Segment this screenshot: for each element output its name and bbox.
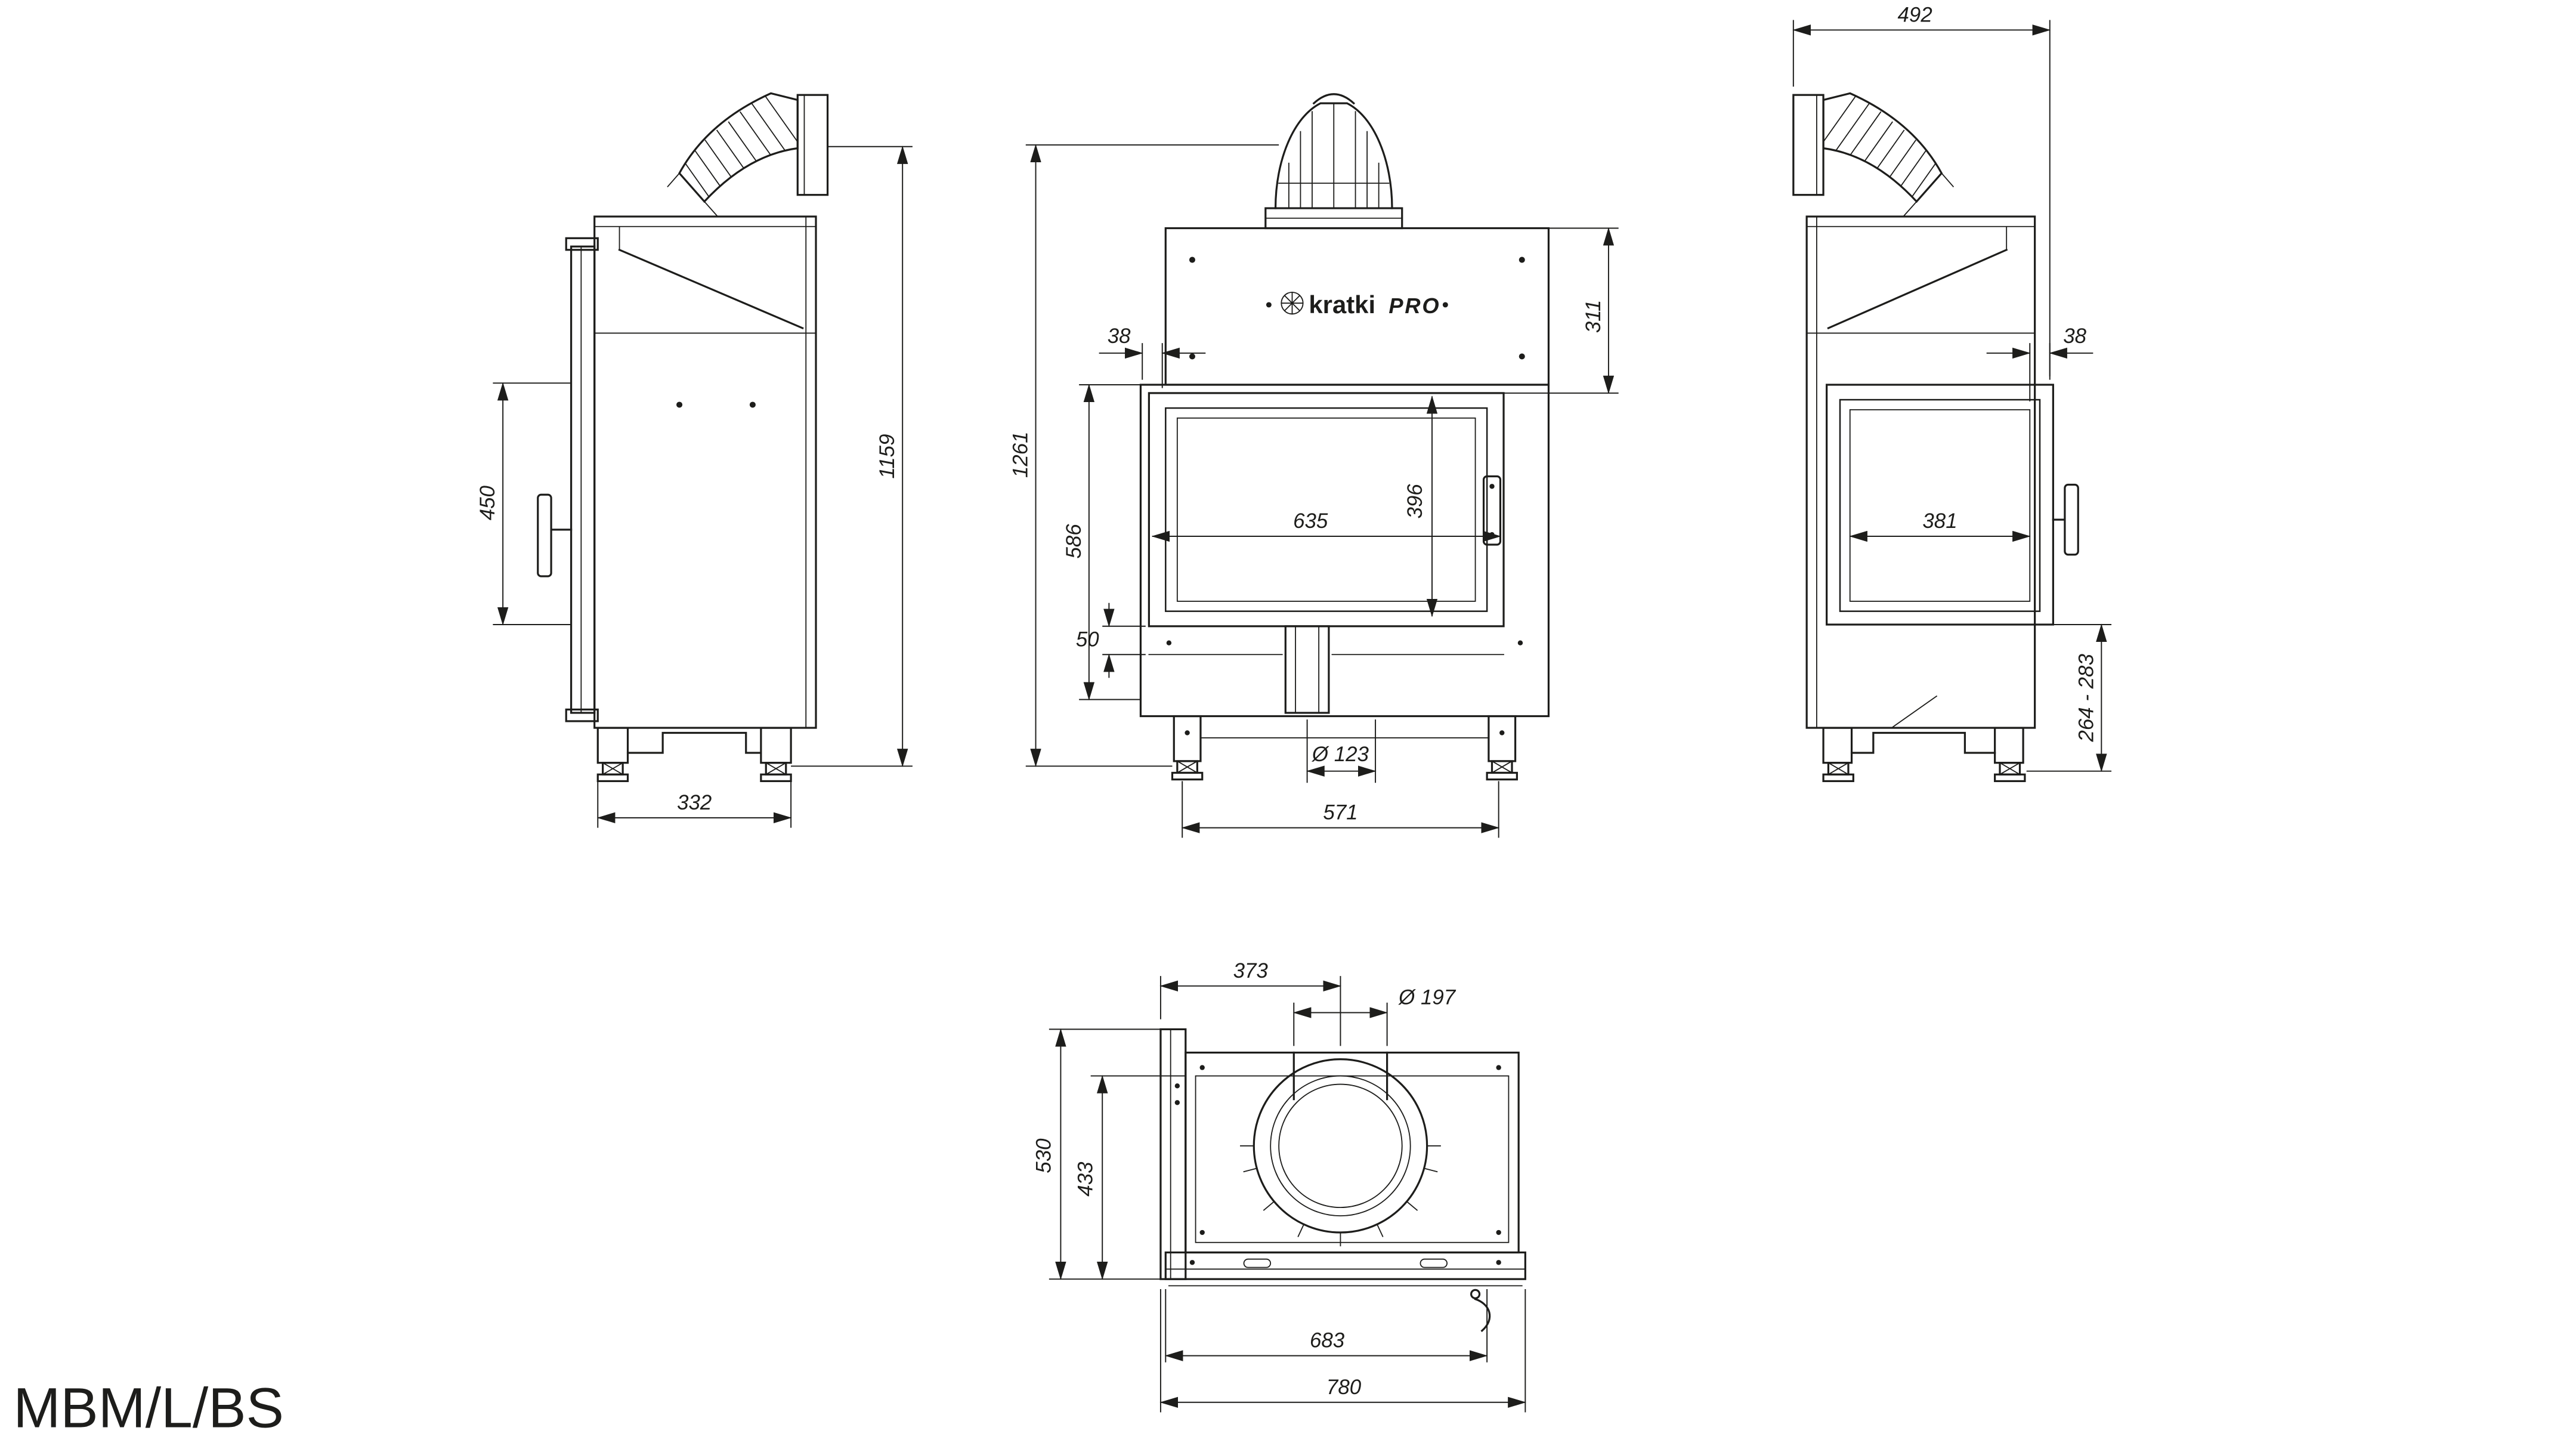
brand-suffix: PRO xyxy=(1388,293,1440,318)
dim-530-label: 530 xyxy=(1032,1138,1056,1173)
dim-197: Ø 197 xyxy=(1292,986,1456,1046)
hood-box: kratki PRO xyxy=(1164,227,1550,386)
dim-311-label: 311 xyxy=(1582,300,1605,333)
view-side-right: 492 38 381 264 - 283 xyxy=(1792,3,2112,783)
dim-38-right-label: 38 xyxy=(2063,325,2086,348)
dim-683-label: 683 xyxy=(1310,1329,1345,1352)
dim-1261-label: 1261 xyxy=(1009,431,1032,478)
dim-50: 50 xyxy=(1076,603,1146,678)
view-front: kratki PRO xyxy=(1009,93,1619,838)
view-top: 373 Ø 197 530 433 683 780 xyxy=(1032,959,1526,1413)
door-glass-side xyxy=(1849,409,2031,602)
door-handle-front xyxy=(1482,475,1502,546)
dim-683: 683 xyxy=(1164,1289,1488,1363)
dim-450: 450 xyxy=(476,382,571,626)
brand-name: kratki xyxy=(1309,291,1375,319)
dim-373-label: 373 xyxy=(1233,959,1269,983)
dim-381-label: 381 xyxy=(1922,509,1957,533)
body-side-left xyxy=(537,215,817,783)
dim-433-label: 433 xyxy=(1074,1161,1097,1197)
handle-side-left xyxy=(537,493,552,577)
brand-logo: kratki PRO xyxy=(1281,291,1440,319)
dim-780: 780 xyxy=(1159,1289,1526,1413)
body-side-right xyxy=(1805,215,2079,783)
flue-outlet-top xyxy=(1240,1051,1441,1247)
dim-50-label: 50 xyxy=(1076,628,1099,651)
dim-571: 571 xyxy=(1181,781,1500,838)
dim-264-283: 264 - 283 xyxy=(2026,623,2112,773)
handle-top xyxy=(1470,1289,1491,1333)
dim-780-label: 780 xyxy=(1326,1376,1362,1399)
dim-396-label: 396 xyxy=(1403,484,1427,519)
dim-197-label: Ø 197 xyxy=(1398,986,1456,1009)
dim-373: 373 xyxy=(1159,959,1341,1046)
door-glass-front xyxy=(1176,417,1476,602)
dim-450-label: 450 xyxy=(476,485,499,520)
dim-38-left: 38 xyxy=(1099,325,1206,388)
dim-530: 530 xyxy=(1032,1028,1166,1280)
view-side-left: 450 1159 332 xyxy=(476,92,913,828)
dim-1261: 1261 xyxy=(1009,144,1279,767)
dim-123: Ø 123 xyxy=(1306,719,1377,783)
dim-1159: 1159 xyxy=(791,146,913,767)
dim-264-283-label: 264 - 283 xyxy=(2074,654,2098,743)
dim-1159-label: 1159 xyxy=(876,434,899,479)
dim-332-label: 332 xyxy=(677,791,712,814)
dim-586-label: 586 xyxy=(1062,524,1086,559)
body-top xyxy=(1159,1028,1526,1333)
dim-381: 381 xyxy=(1849,509,2031,542)
dim-635-label: 635 xyxy=(1293,509,1328,533)
dim-38-left-label: 38 xyxy=(1108,325,1131,348)
dim-492-label: 492 xyxy=(1898,3,1932,26)
dim-38-right: 38 xyxy=(1986,325,2093,401)
handle-side-right xyxy=(2064,483,2079,556)
air-inlet-duct xyxy=(1284,625,1330,714)
flue-connector-right xyxy=(1792,92,1955,218)
flue-connector-left xyxy=(667,92,829,218)
dim-586: 586 xyxy=(1062,384,1141,701)
dim-635: 635 xyxy=(1151,509,1501,542)
dim-311: 311 xyxy=(1504,227,1619,394)
body-front xyxy=(1139,384,1550,781)
dim-433: 433 xyxy=(1074,1075,1186,1280)
dim-492: 492 xyxy=(1792,3,2051,377)
door-frame-side xyxy=(1826,384,2054,626)
dim-332: 332 xyxy=(596,779,792,828)
flue-dome xyxy=(1264,93,1403,230)
model-title: MBM/L/BS xyxy=(13,1377,284,1440)
dim-571-label: 571 xyxy=(1323,801,1357,824)
dim-123-label: Ø 123 xyxy=(1312,743,1369,766)
dim-396: 396 xyxy=(1403,395,1438,617)
